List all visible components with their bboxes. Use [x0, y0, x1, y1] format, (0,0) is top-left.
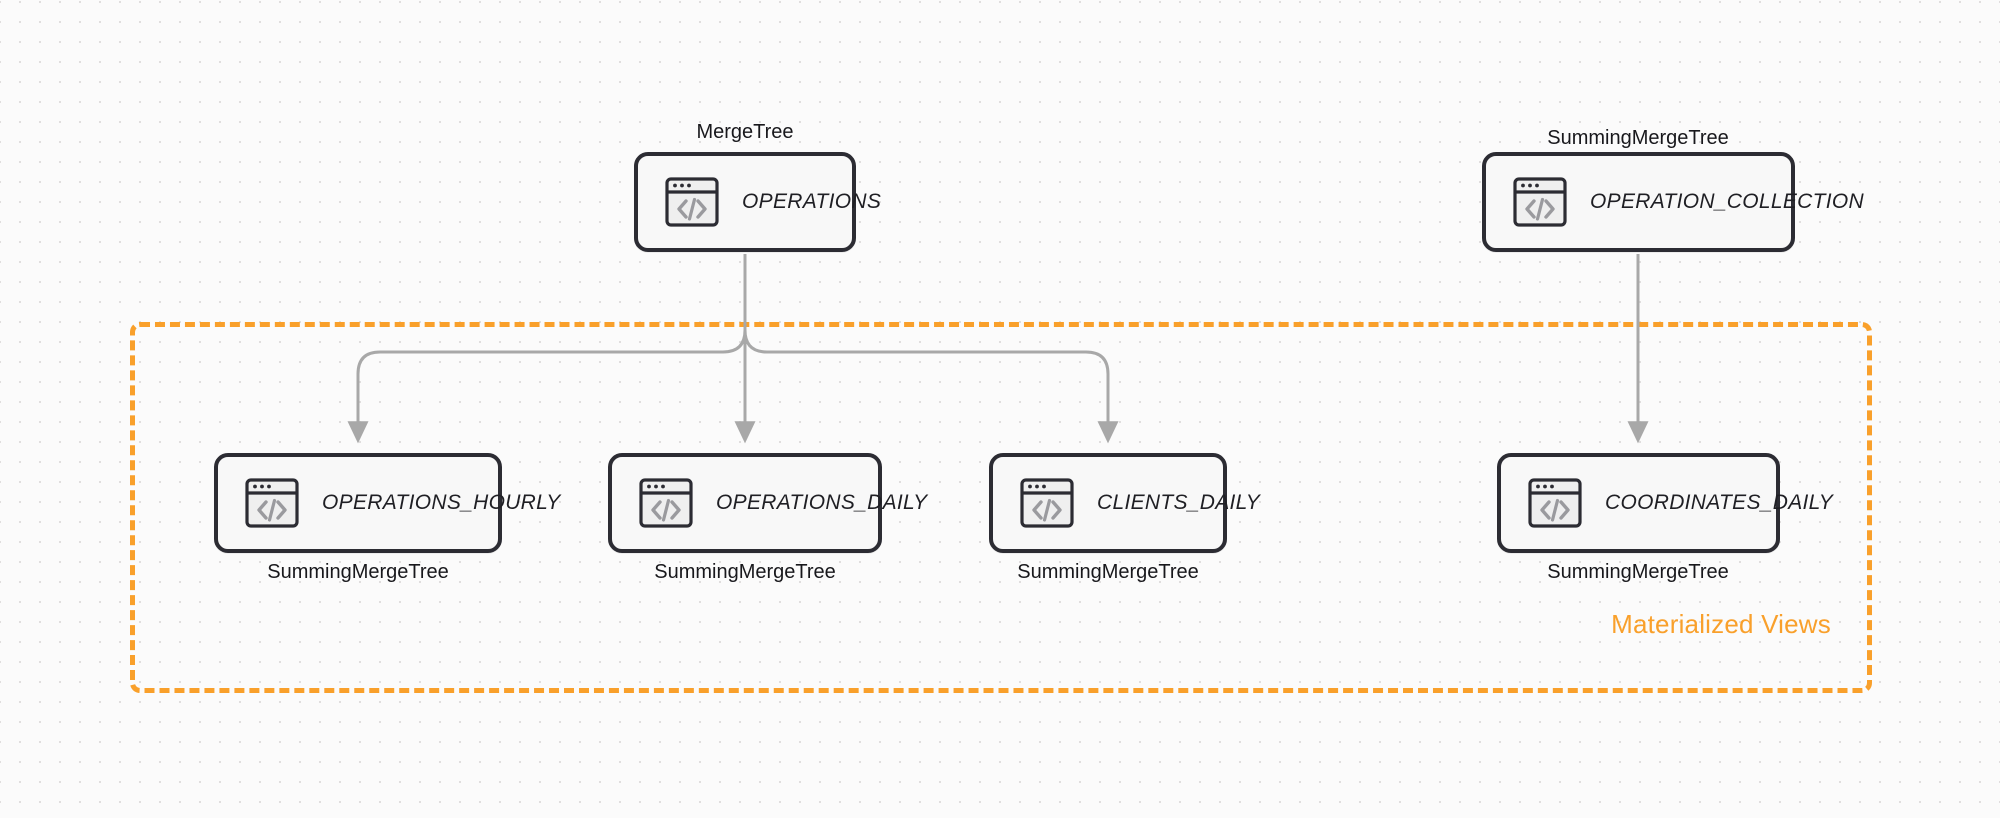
materialized-views-group-label: Materialized Views [1611, 609, 1831, 639]
node-operations-daily[interactable]: OPERATIONS_DAILY [608, 453, 927, 553]
node-title: OPERATION_COLLECTION [1590, 190, 1864, 213]
node-title: COORDINATES_DAILY [1605, 491, 1833, 514]
node-title: OPERATIONS [742, 190, 882, 213]
engine-label-operations: MergeTree [696, 121, 794, 143]
engine-label-operation-collection: SummingMergeTree [1547, 127, 1729, 149]
node-operations[interactable]: OPERATIONS [634, 152, 881, 252]
code-window-icon [1527, 477, 1583, 529]
code-window-icon [638, 477, 694, 529]
node-title: OPERATIONS_HOURLY [322, 491, 561, 514]
engine-label-coordinates-daily: SummingMergeTree [1547, 561, 1729, 583]
node-coordinates-daily[interactable]: COORDINATES_DAILY [1497, 453, 1833, 553]
code-window-icon [1019, 477, 1075, 529]
code-window-icon [1512, 176, 1568, 228]
engine-label-clients-daily: SummingMergeTree [1017, 561, 1199, 583]
node-operations-hourly[interactable]: OPERATIONS_HOURLY [214, 453, 560, 553]
code-window-icon [664, 176, 720, 228]
node-operation-collection[interactable]: OPERATION_COLLECTION [1482, 152, 1864, 252]
node-title: CLIENTS_DAILY [1097, 491, 1261, 514]
node-title: OPERATIONS_DAILY [716, 491, 928, 514]
node-clients-daily[interactable]: CLIENTS_DAILY [989, 453, 1260, 553]
engine-label-operations-hourly: SummingMergeTree [267, 561, 449, 583]
code-window-icon [244, 477, 300, 529]
engine-label-operations-daily: SummingMergeTree [654, 561, 836, 583]
